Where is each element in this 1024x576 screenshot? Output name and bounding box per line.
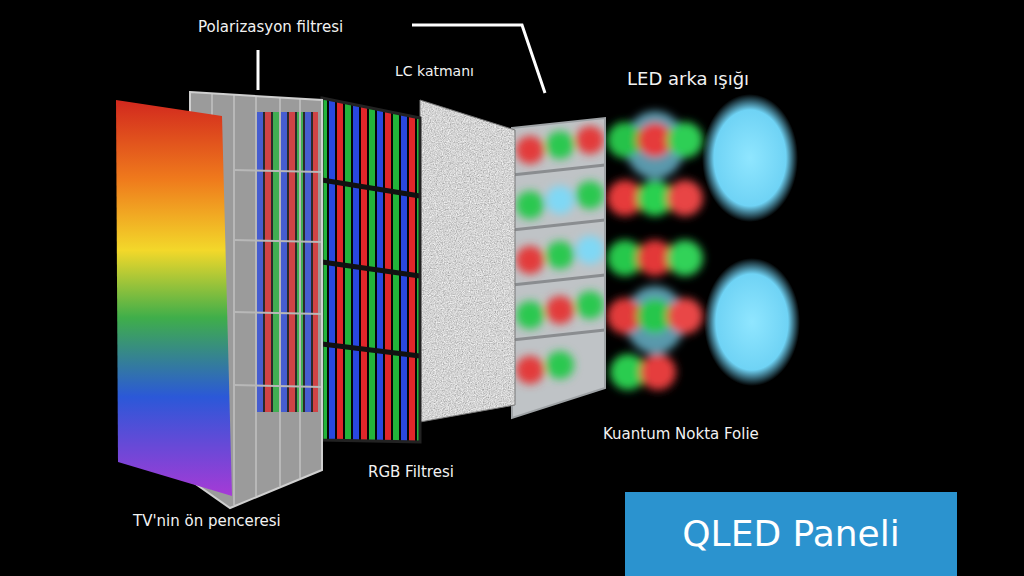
layer-label: Kuantum Nokta Folie [603, 425, 759, 443]
led-glow [702, 94, 798, 222]
layer-label: LED arka ışığı [627, 68, 749, 90]
layer-label: RGB Filtresi [368, 463, 454, 481]
lc-layer [420, 100, 515, 422]
layer-label: Polarizasyon filtresi [198, 18, 343, 36]
leader-line [412, 25, 545, 93]
rgb-filter [322, 98, 420, 442]
title-box: QLED Paneli [625, 492, 957, 576]
layer-label: LC katmanı [395, 63, 474, 80]
layer-label: TV'nin ön penceresi [133, 512, 281, 530]
leader-line [257, 50, 260, 90]
front-window [116, 100, 232, 496]
led-dots [607, 111, 703, 390]
title-text: QLED Paneli [682, 514, 899, 554]
led-glow [704, 258, 800, 386]
quantum-dot-foil [512, 118, 605, 418]
